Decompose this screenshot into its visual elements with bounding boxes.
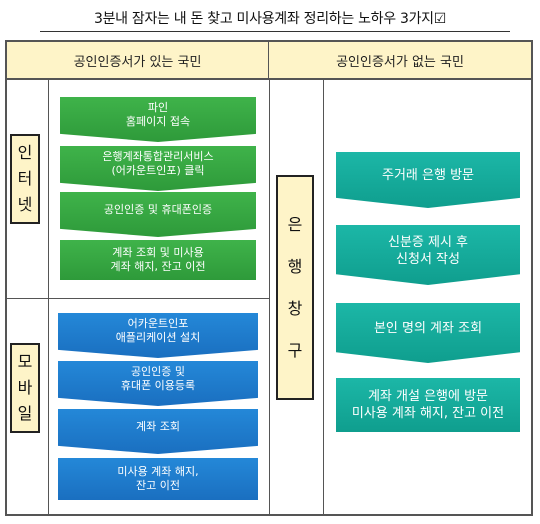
divider-internet-mobile	[7, 298, 269, 299]
header-with-certificate: 공인인증서가 있는 국민	[7, 42, 269, 80]
branch-label-char: 은	[287, 214, 303, 234]
mobile-step: 어카운트인포 애플리케이션 설치	[58, 313, 258, 358]
internet-step: 공인인증 및 휴대폰인증	[60, 192, 256, 237]
branch-step: 본인 명의 계좌 조회	[336, 303, 520, 363]
internet-step: 은행계좌통합관리서비스 (어카운트인포) 클릭	[60, 146, 256, 191]
internet-label: 인 터 넷	[10, 134, 40, 224]
branch-label-char: 구	[287, 340, 303, 360]
branch-label-char: 행	[287, 256, 303, 276]
internet-label-char: 터	[17, 169, 33, 188]
branch-label: 은 행 창 구	[276, 175, 314, 400]
diagram-frame	[5, 40, 533, 516]
title-underline	[40, 31, 510, 32]
divider-right-label-column	[323, 80, 324, 514]
mobile-label-char: 일	[17, 404, 33, 423]
branch-step: 계좌 개설 은행에 방문 미사용 계좌 해지, 잔고 이전	[336, 378, 520, 432]
mobile-step: 공인인증 및 휴대폰 이용등록	[58, 361, 258, 406]
mobile-label-char: 모	[17, 352, 33, 371]
mobile-label: 모 바 일	[10, 343, 40, 433]
mobile-step: 계좌 조회	[58, 409, 258, 454]
internet-step: 계좌 조회 및 미사용 계좌 해지, 잔고 이전	[60, 240, 256, 280]
page-title: 3분내 잠자는 내 돈 찾고 미사용계좌 정리하는 노하우 3가지☑	[93, 11, 446, 27]
mobile-label-char: 바	[17, 378, 33, 397]
branch-step: 주거래 은행 방문	[336, 152, 520, 208]
mobile-step: 미사용 계좌 해지, 잔고 이전	[58, 458, 258, 500]
divider-center	[269, 80, 270, 514]
branch-label-char: 창	[287, 298, 303, 318]
branch-step: 신분증 제시 후 신청서 작성	[336, 225, 520, 285]
internet-label-char: 인	[17, 143, 33, 162]
header-without-certificate: 공인인증서가 없는 국민	[269, 42, 531, 80]
internet-step: 파인 홈페이지 접속	[60, 97, 256, 142]
internet-label-char: 넷	[17, 195, 33, 214]
divider-left-label-column	[48, 80, 49, 514]
